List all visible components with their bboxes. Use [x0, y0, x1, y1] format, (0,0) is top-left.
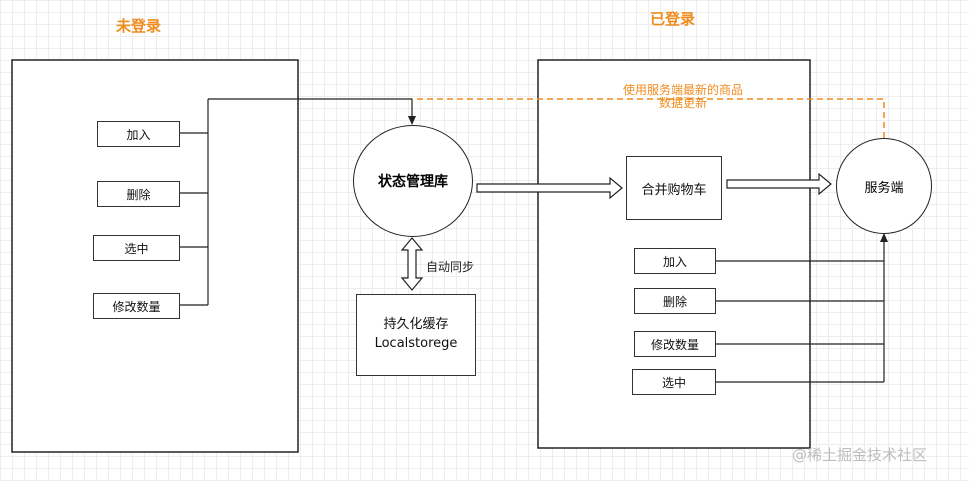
- logged-in-delete-box: 删除: [634, 288, 716, 314]
- server-label: 服务端: [864, 180, 904, 196]
- merge-to-server-arrow: [726, 172, 832, 196]
- sync-double-arrow: [400, 237, 424, 291]
- logged-out-quantity-box: 修改数量: [93, 293, 180, 319]
- logged-out-select-box: 选中: [93, 235, 180, 261]
- state-store-node: 状态管理库: [353, 125, 473, 237]
- logged-in-title: 已登录: [650, 10, 696, 28]
- watermark: @稀土掘金技术社区: [792, 446, 928, 464]
- state-store-label: 状态管理库: [378, 174, 448, 190]
- store-to-merge-arrow: [476, 176, 623, 200]
- server-node: 服务端: [836, 138, 932, 234]
- server-update-dashed-line: [412, 98, 885, 138]
- logged-out-connectors: [180, 98, 416, 306]
- persist-cache-subtitle: Localstorege: [374, 336, 458, 351]
- logged-in-select-box: 选中: [632, 369, 716, 395]
- merge-cart-box: 合并购物车: [626, 156, 722, 220]
- logged-in-quantity-box: 修改数量: [634, 331, 716, 357]
- logged-in-add-box: 加入: [634, 248, 716, 274]
- logged-out-add-box: 加入: [97, 121, 180, 147]
- server-note-line1: 使用服务端最新的商品: [622, 83, 743, 97]
- sync-label: 自动同步: [426, 260, 475, 274]
- logged-out-title: 未登录: [116, 17, 162, 35]
- logged-in-connectors: [716, 233, 888, 383]
- server-note-line2: 数据更新: [658, 96, 707, 111]
- persist-cache-box: 持久化缓存 Localstorege: [356, 294, 476, 376]
- persist-cache-title: 持久化缓存: [383, 317, 449, 333]
- logged-out-delete-box: 删除: [97, 181, 180, 207]
- server-note: 使用服务端最新的商品 数据更新: [605, 83, 761, 111]
